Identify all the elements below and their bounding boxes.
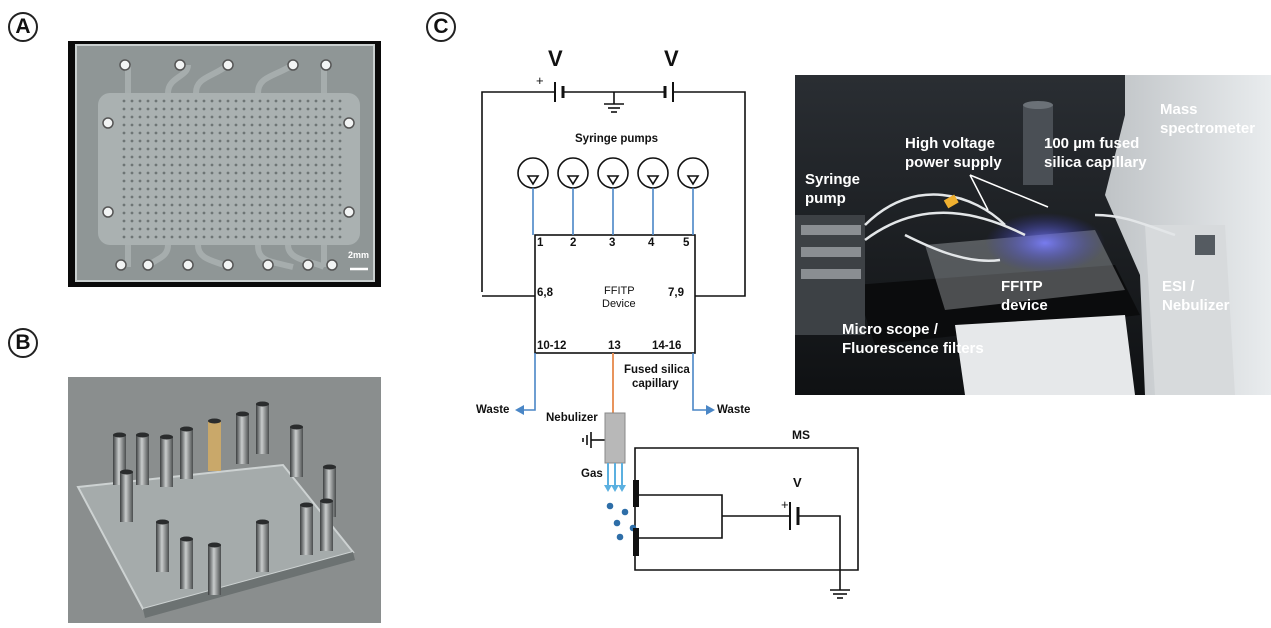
port-bottom-mid-label: 13 xyxy=(608,340,621,352)
tube xyxy=(300,505,313,555)
tube xyxy=(256,522,269,572)
esi-label-line1: ESI / xyxy=(1162,278,1195,295)
tube xyxy=(256,404,269,454)
high-voltage-label-line2: power supply xyxy=(905,154,1002,171)
chip-with-tubes xyxy=(76,401,355,618)
capillary-photo-label-line1: 100 µm fused xyxy=(1044,135,1140,152)
port-5: 5 xyxy=(683,237,690,249)
port-2: 2 xyxy=(570,237,577,249)
capillary-label-line2: capillary xyxy=(632,378,679,390)
microscope-label-line2: Fluorescence filters xyxy=(842,340,984,357)
plus-sign: + xyxy=(536,73,544,88)
ffitp-device-label-line1: FFITP xyxy=(1001,278,1043,295)
capillary-label-line1: Fused silica xyxy=(624,364,690,376)
spray-droplets xyxy=(606,502,637,541)
port-holes xyxy=(102,59,355,271)
plus-sign-ms: + xyxy=(781,497,789,512)
tube xyxy=(236,414,249,464)
port-1: 1 xyxy=(537,237,544,249)
syringe-pump-label-line1: Syringe xyxy=(805,171,861,188)
tube xyxy=(180,429,193,479)
pointer-lines xyxy=(969,174,1049,211)
tube xyxy=(208,421,221,471)
port-bottom-right-label: 14-16 xyxy=(652,340,682,352)
tube xyxy=(136,435,149,485)
capillary-photo-label-line2: silica capillary xyxy=(1044,154,1147,171)
scale-bar-label: 2mm xyxy=(348,250,370,260)
tube xyxy=(160,437,173,487)
device-label-line2: Device xyxy=(602,298,636,310)
waste-left-label: Waste xyxy=(476,404,510,416)
port-3: 3 xyxy=(609,237,616,249)
port-left-label: 6,8 xyxy=(537,287,553,299)
panel-label-b: B xyxy=(8,328,38,358)
voltage-ms-label: V xyxy=(793,475,802,490)
panel-label-a: A xyxy=(8,12,38,42)
setup-photo: High voltage power supply 100 µm fused s… xyxy=(795,75,1271,395)
port-4: 4 xyxy=(648,237,655,249)
mass-spec-label-line2: spectrometer xyxy=(1160,120,1256,137)
device-label-line1: FFITP xyxy=(604,285,635,297)
nebulizer-label: Nebulizer xyxy=(546,412,598,424)
mass-spec-label-line1: Mass xyxy=(1160,101,1198,118)
voltage-left-label: V xyxy=(548,46,563,71)
tube xyxy=(120,472,133,522)
gas-label: Gas xyxy=(581,468,603,480)
chip-photo-a: 2mm xyxy=(68,41,381,287)
setup-photo-drawing xyxy=(795,75,1271,395)
tube xyxy=(208,545,221,595)
syringe-pump-label-line2: pump xyxy=(805,190,846,207)
ffitp-device-label-line2: device xyxy=(1001,297,1048,314)
tube xyxy=(156,522,169,572)
syringe-pumps-label: Syringe pumps xyxy=(575,133,659,145)
tube xyxy=(320,501,333,551)
nebulizer-body xyxy=(604,412,626,464)
chip-top-view xyxy=(75,44,375,282)
tube xyxy=(180,539,193,589)
microscope-label-line1: Micro scope / xyxy=(842,321,938,338)
tube xyxy=(290,427,303,477)
high-voltage-label-line1: High voltage xyxy=(905,135,996,152)
chip-photo-b xyxy=(68,377,381,623)
waste-right-label: Waste xyxy=(717,404,751,416)
port-right-label: 7,9 xyxy=(668,287,684,299)
voltage-right-label: V xyxy=(664,46,679,71)
circuit-schematic xyxy=(481,82,859,599)
port-bottom-left-label: 10-12 xyxy=(537,340,567,352)
panel-label-c: C xyxy=(426,12,456,42)
ms-label: MS xyxy=(792,428,810,442)
esi-label-line2: Nebulizer xyxy=(1162,297,1230,314)
